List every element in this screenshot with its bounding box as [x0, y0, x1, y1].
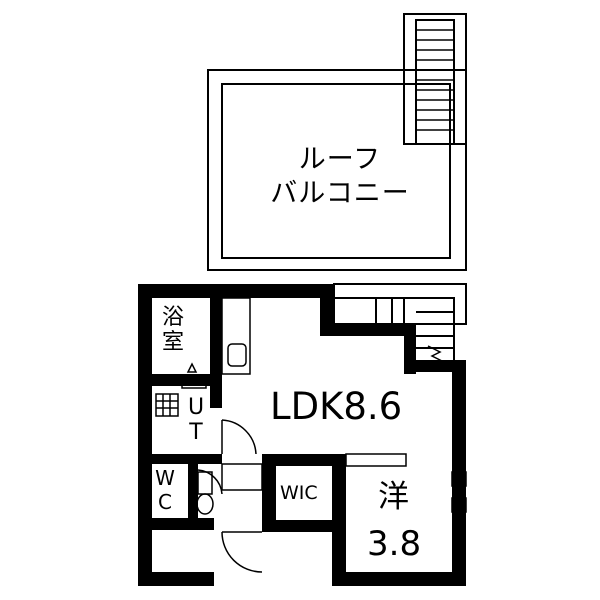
roof-balcony-outline — [207, 69, 467, 271]
walk-in-closet-label: WIC — [280, 482, 318, 504]
balcony-stair — [403, 13, 467, 145]
roof-balcony-label-line-1: ルーフ — [298, 144, 382, 175]
toilet-fixture — [197, 471, 213, 495]
utility-label: UT — [187, 395, 205, 446]
wc-door — [197, 469, 223, 495]
roof-balcony-inner — [221, 83, 451, 259]
ut-door — [221, 419, 257, 455]
outer-wall-left — [138, 284, 152, 586]
kitchen-counter — [221, 297, 251, 375]
roof-balcony-label-line-2: バルコニー — [270, 178, 410, 209]
outer-wall-bottom — [332, 572, 466, 586]
outer-wall-right — [452, 360, 466, 586]
balcony-stair-treads — [416, 29, 454, 131]
sink — [227, 343, 247, 367]
interior-stair — [333, 283, 467, 325]
toilet-label: WC — [155, 466, 175, 514]
stair-well-wall — [320, 284, 334, 336]
outer-wall-top-left — [138, 284, 334, 298]
washing-machine — [155, 393, 179, 417]
western-room-label: 洋 — [378, 479, 409, 515]
entry-door — [221, 531, 263, 573]
bathroom-label: 浴室 — [161, 305, 184, 356]
western-room-size: 3.8 — [367, 524, 422, 564]
ldk-label: LDK8.6 — [270, 385, 403, 428]
